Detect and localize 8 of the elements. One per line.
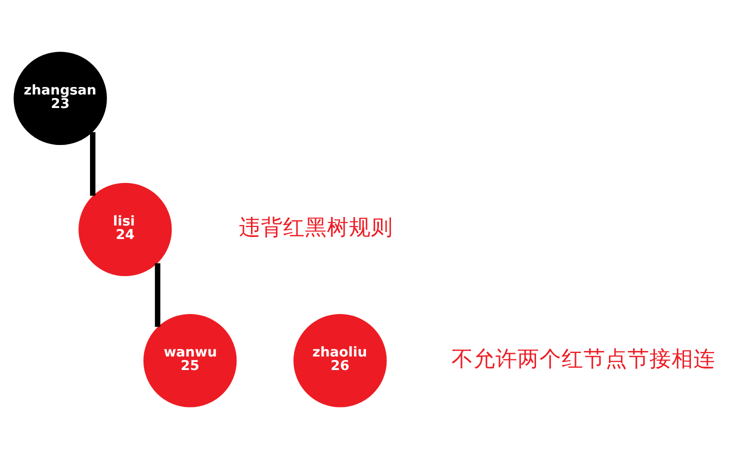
label: 违背红黑树规则 [238, 216, 393, 241]
connector [90, 132, 96, 196]
label: 不允许两个红节点节接相连 [451, 346, 716, 372]
node-circle: wanwu 25 [143, 314, 237, 408]
node-circle: lisi 24 [78, 182, 172, 276]
node-circle: zhangsan 23 [14, 52, 107, 146]
node-circle: zhaoliu 26 [293, 314, 387, 408]
connector [154, 263, 160, 327]
